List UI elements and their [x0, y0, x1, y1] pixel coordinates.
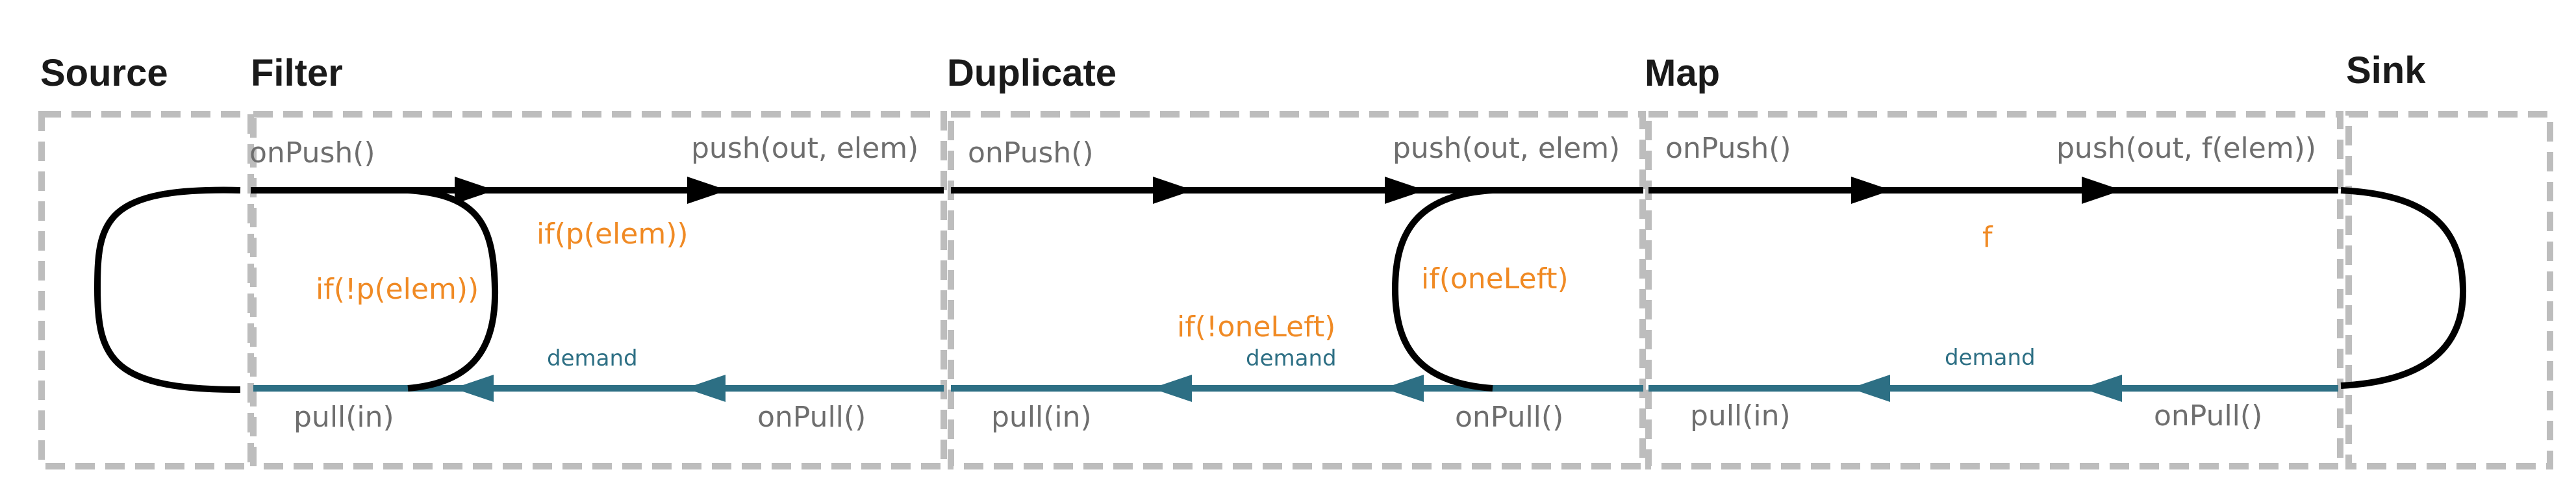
duplicate-push-arrow-2	[1385, 177, 1425, 204]
sink-title: Sink	[2346, 49, 2426, 92]
map-on-push-label: onPush()	[1665, 132, 1791, 165]
filter-pass-condition: if(p(elem))	[537, 218, 688, 251]
duplicate-stage-box	[948, 111, 1646, 469]
source-loop	[94, 186, 241, 393]
duplicate-one-left-condition: if(oneLeft)	[1421, 262, 1569, 295]
filter-pull-label: pull(in)	[294, 401, 394, 434]
duplicate-title: Duplicate	[947, 52, 1117, 94]
filter-push-label: push(out, elem)	[691, 132, 918, 165]
filter-drop-loop	[407, 187, 499, 392]
duplicate-pull-arrow-1	[1383, 375, 1424, 402]
map-pull-arrow-2	[1850, 375, 1890, 402]
filter-on-pull-label: onPull()	[757, 401, 866, 434]
duplicate-demand-label: demand	[1246, 345, 1337, 371]
map-pull-label: pull(in)	[1690, 399, 1791, 432]
filter-stage-box	[250, 111, 947, 469]
map-pull-arrow-1	[2082, 375, 2122, 402]
map-f-condition: f	[1982, 221, 1993, 254]
duplicate-loop	[1391, 187, 1493, 392]
map-push-arrow-2	[2082, 177, 2122, 204]
duplicate-on-pull-label: onPull()	[1455, 401, 1563, 434]
filter-demand-label: demand	[547, 345, 638, 371]
map-demand-label: demand	[1945, 345, 2036, 371]
filter-pull-arrow-1	[685, 375, 726, 402]
map-on-pull-label: onPull()	[2154, 399, 2262, 432]
filter-pull-arrow-2	[453, 375, 494, 402]
duplicate-push-label: push(out, elem)	[1393, 132, 1620, 165]
filter-push-arrow-1	[455, 177, 495, 204]
sink-stage-box	[2345, 111, 2553, 469]
filter-drop-condition: if(!p(elem))	[316, 273, 479, 306]
filter-title: Filter	[251, 52, 343, 94]
filter-push-arrow-2	[687, 177, 727, 204]
duplicate-not-one-left-condition: if(!oneLeft)	[1177, 310, 1335, 344]
filter-on-push-label: onPush()	[249, 136, 375, 169]
map-push-arrow-1	[1851, 177, 1891, 204]
source-title: Source	[40, 52, 168, 94]
map-title: Map	[1645, 52, 1720, 94]
sink-loop	[2340, 187, 2467, 389]
duplicate-pull-label: pull(in)	[991, 401, 1092, 434]
duplicate-push-arrow-1	[1153, 177, 1193, 204]
source-stage-box	[38, 111, 254, 469]
map-stage-box	[1645, 111, 2343, 469]
duplicate-pull-arrow-2	[1152, 375, 1192, 402]
map-push-label: push(out, f(elem))	[2056, 132, 2316, 165]
duplicate-on-push-label: onPush()	[968, 136, 1094, 169]
